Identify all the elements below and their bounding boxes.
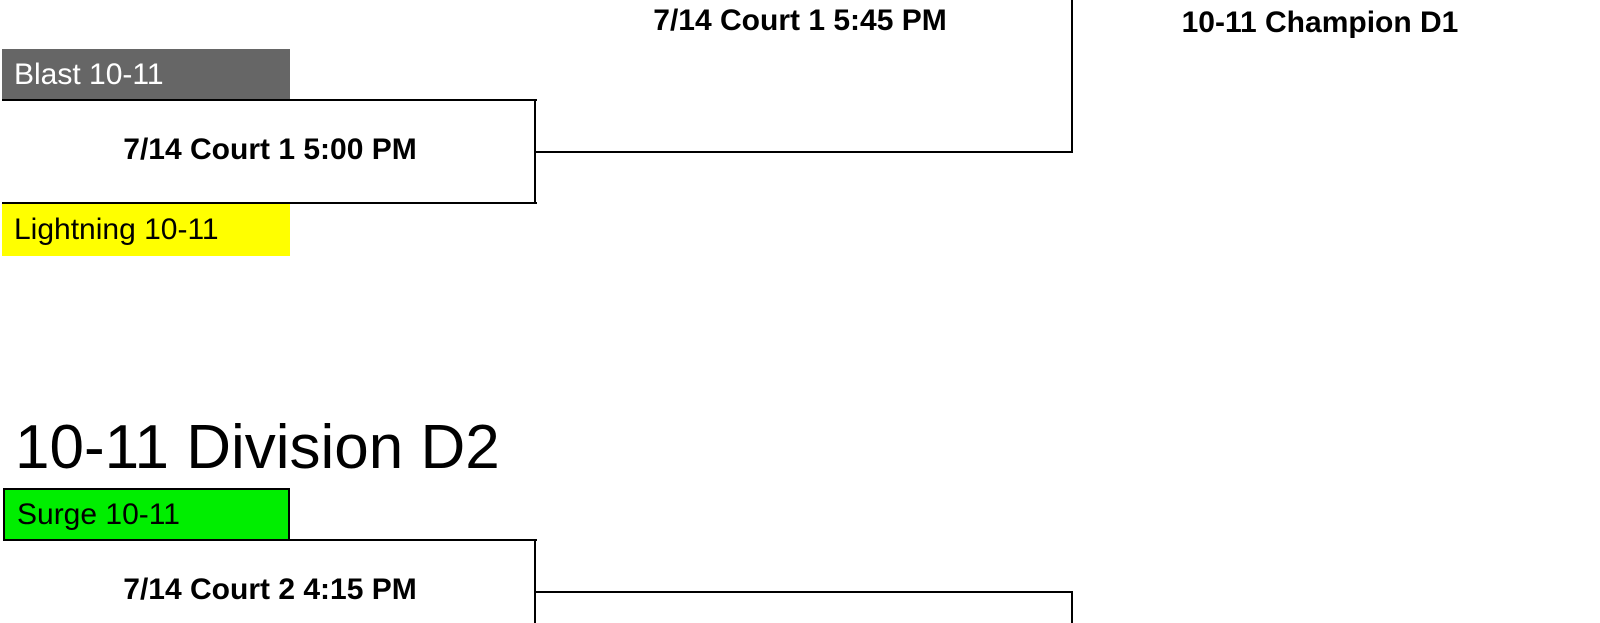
d2-semi-vertical-line: [534, 539, 536, 623]
d1-semi-game-label: 7/14 Court 1 5:00 PM: [123, 133, 417, 166]
d1-final-vertical-line: [1071, 0, 1073, 153]
team-name: Blast 10-11: [14, 58, 164, 91]
d1-champion-label: 10-11 Champion D1: [1181, 6, 1459, 39]
d1-semi-bottom-line: [2, 202, 537, 204]
d2-team-surge: Surge 10-11: [3, 488, 290, 541]
d2-semi-top-line: [288, 539, 537, 541]
d1-team-blast: Blast 10-11: [2, 49, 290, 101]
d2-semi-game-label: 7/14 Court 2 4:15 PM: [123, 573, 417, 606]
d1-semi-vertical-line: [534, 99, 536, 204]
d2-final-connector-line: [536, 591, 1073, 593]
d1-final-game-label: 7/14 Court 1 5:45 PM: [653, 4, 947, 37]
division-title: 10-11 Division D2: [15, 413, 500, 482]
d1-team-lightning: Lightning 10-11: [2, 204, 290, 256]
team-name: Lightning 10-11: [14, 213, 219, 246]
d1-semi-top-line: [2, 99, 537, 101]
d1-final-connector-line: [536, 151, 1073, 153]
team-name: Surge 10-11: [17, 497, 180, 531]
d2-final-vertical-line: [1071, 591, 1073, 623]
